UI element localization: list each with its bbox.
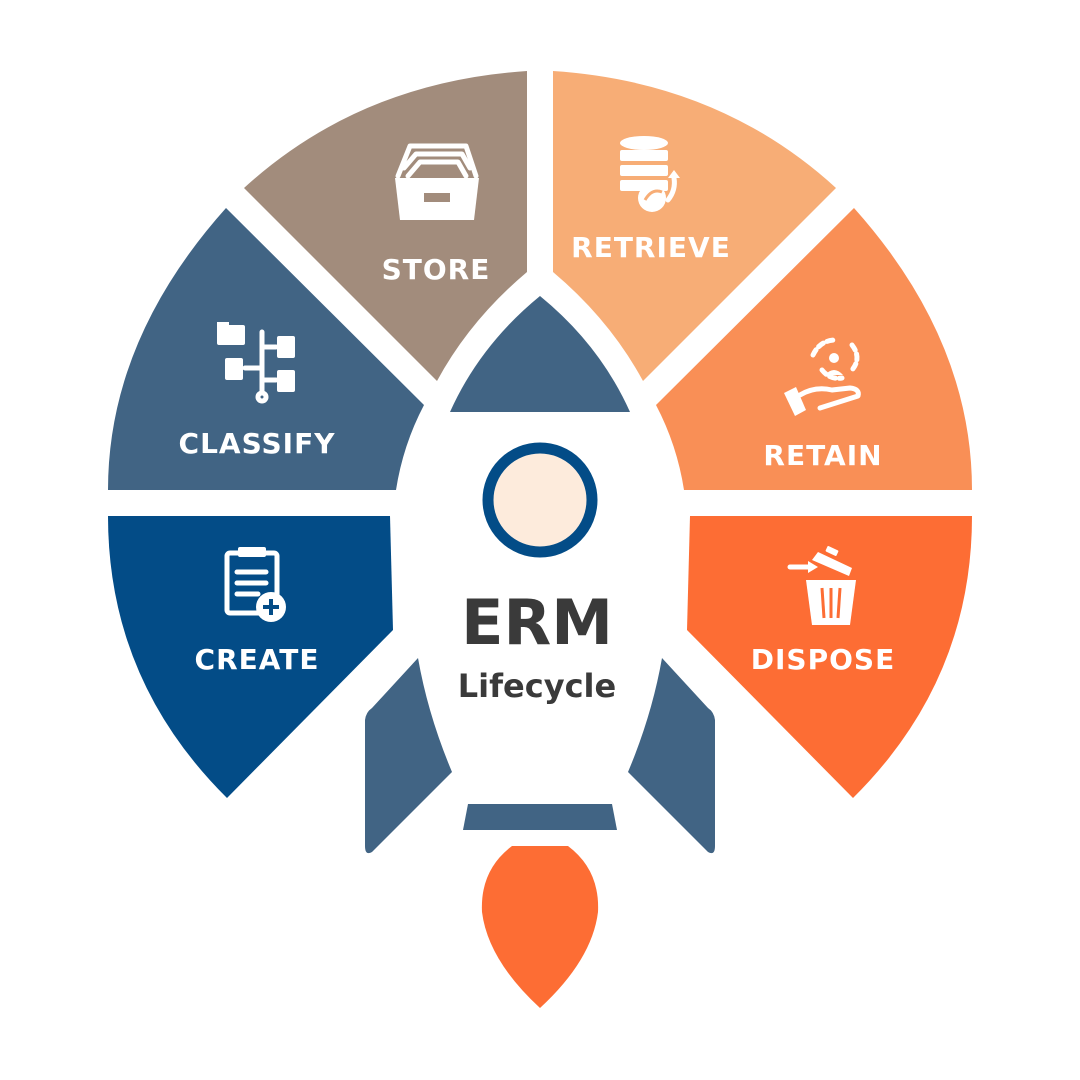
center-subtitle: Lifecycle	[458, 667, 616, 705]
database-retrieve-icon	[620, 136, 680, 212]
segment-create	[108, 516, 393, 798]
center-title: ERM	[461, 586, 613, 659]
file-drawer-icon	[395, 143, 479, 220]
rocket-nose	[450, 296, 630, 412]
rocket-nozzle	[463, 804, 617, 830]
segment-retrieve	[553, 71, 836, 381]
rocket-fin-left	[365, 658, 452, 854]
hand-retain-icon	[784, 337, 861, 416]
label-retain: RETAIN	[763, 439, 882, 472]
label-retrieve: RETRIEVE	[571, 231, 731, 264]
label-create: CREATE	[195, 643, 320, 676]
hierarchy-icon	[217, 322, 295, 404]
rocket-flame	[481, 846, 599, 1008]
segment-dispose	[687, 516, 972, 798]
rocket-window	[482, 442, 598, 558]
rocket-fin-right	[628, 658, 715, 854]
label-dispose: DISPOSE	[751, 643, 895, 676]
label-classify: CLASSIFY	[179, 427, 336, 460]
trash-icon	[787, 546, 856, 625]
clipboard-add-icon	[224, 547, 286, 622]
label-store: STORE	[382, 253, 491, 286]
